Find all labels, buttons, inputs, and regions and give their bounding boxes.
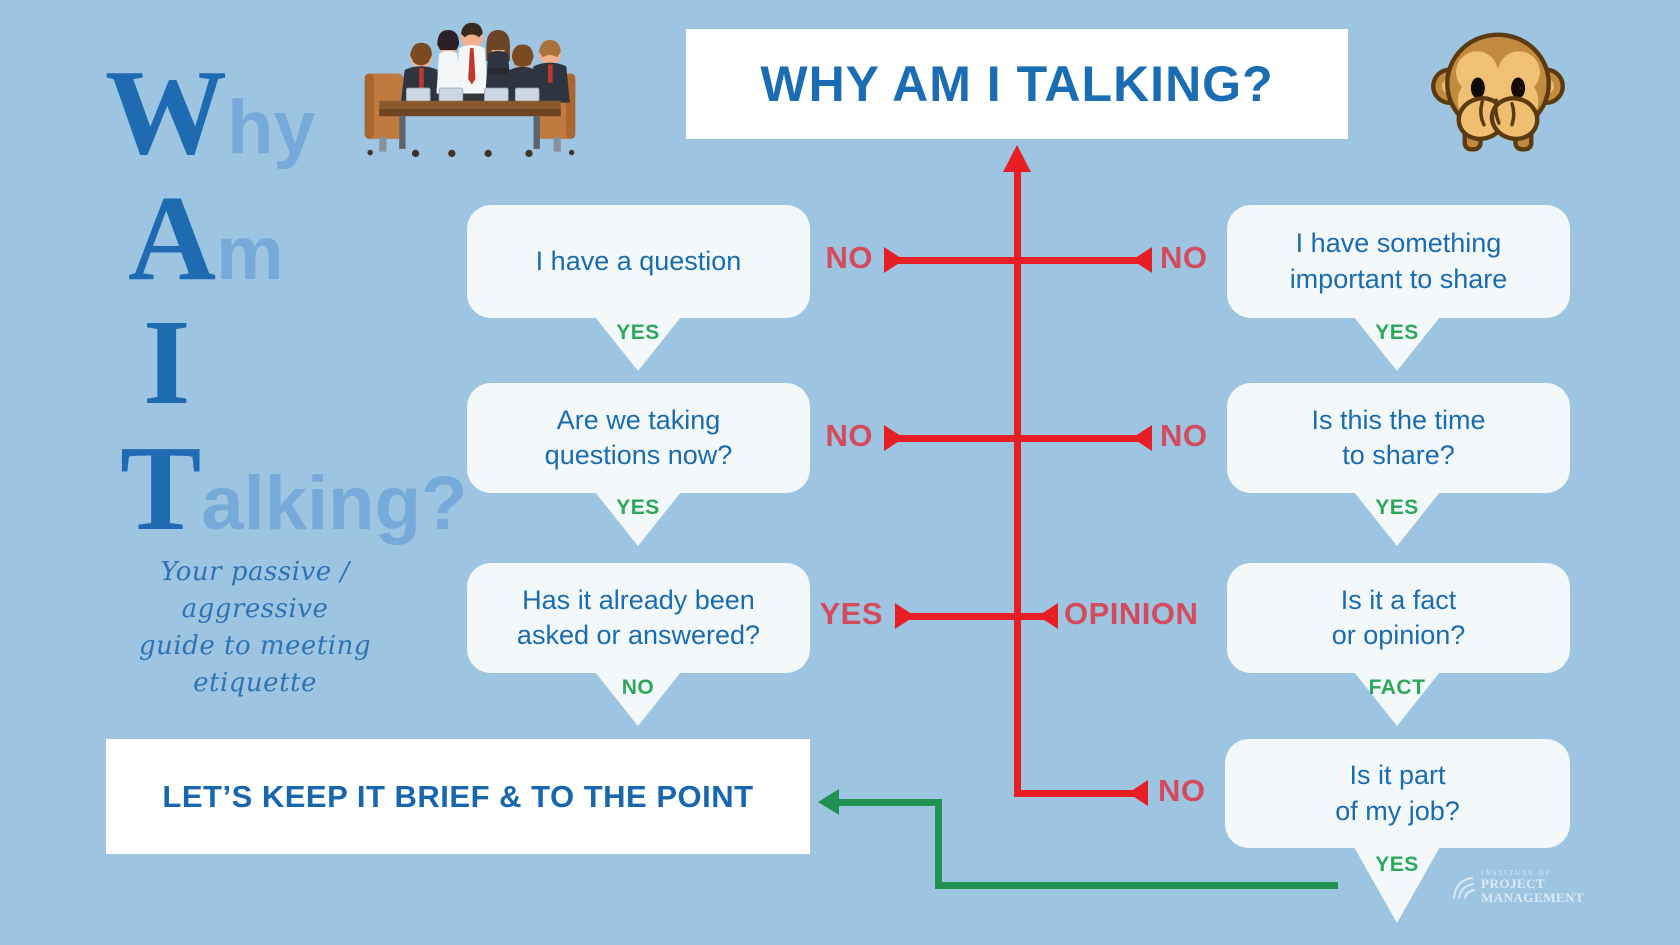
arrowhead-right	[884, 425, 904, 451]
green-arrowhead-left	[818, 789, 839, 815]
red-line-row2	[898, 435, 1146, 442]
wait-letter-am: Am	[128, 171, 284, 306]
person-standing-man-center	[455, 22, 489, 107]
conference-table	[379, 100, 561, 149]
page-title: WHY AM I TALKING?	[760, 56, 1274, 112]
meeting-people-illustration	[364, 22, 576, 158]
title-banner: WHY AM I TALKING?	[686, 29, 1348, 139]
red-vertical-line	[1014, 168, 1021, 797]
arrowhead-left	[1038, 603, 1058, 629]
tagline-line-2: guide to meeting etiquette	[139, 630, 371, 698]
tagline: Your passive / aggressive guide to meeti…	[112, 554, 398, 702]
arrowhead-right	[895, 603, 915, 629]
connector-label-no: NO	[825, 240, 873, 275]
connector-label-opinion: OPINION	[1064, 596, 1199, 631]
person-seated-man-right	[529, 39, 570, 103]
tail-label-fact: FACT	[1368, 676, 1426, 699]
red-line-row3	[908, 613, 1048, 620]
speak-no-evil-monkey-icon	[1431, 32, 1565, 152]
person-standing-woman-2	[485, 29, 511, 94]
box-time-to-share: Is this the time to share?	[1227, 383, 1570, 493]
tail-label-yes: YES	[616, 321, 660, 344]
green-line-horizontal-top	[836, 799, 942, 806]
wait-letter-i: I	[143, 302, 190, 424]
box-i-have-a-question: I have a question	[467, 205, 810, 318]
wait-big-t: T	[120, 421, 202, 556]
arrowhead-left	[1132, 247, 1152, 273]
tail-label-yes: YES	[1375, 853, 1419, 876]
arrowhead-right	[884, 247, 904, 273]
tail-label-no: NO	[621, 676, 655, 699]
wait-letter-talking: Talking?	[120, 421, 468, 556]
connector-label-yes: YES	[819, 596, 883, 631]
logo-line-management: MANAGEMENT	[1481, 889, 1585, 905]
ipm-logo: INSTITUTE OF PROJECT MANAGEMENT	[1450, 869, 1585, 905]
tagline-line-1: Your passive / aggressive	[160, 557, 350, 624]
floor-dots	[367, 149, 575, 158]
green-line-vertical	[935, 799, 942, 889]
logo-line-institute-of: INSTITUTE OF	[1481, 869, 1552, 877]
connector-label-no: NO	[825, 418, 873, 453]
box-fact-or-opinion: Is it a fact or opinion?	[1227, 563, 1570, 673]
wait-big-a: A	[128, 171, 217, 306]
result-banner: LET’S KEEP IT BRIEF & TO THE POINT	[106, 739, 810, 854]
tail-label-yes: YES	[1375, 496, 1419, 519]
box-part-of-my-job: Is it part of my job?	[1225, 739, 1570, 848]
arrowhead-left	[1132, 425, 1152, 451]
tail-label-yes: YES	[1375, 321, 1419, 344]
tail-label-yes: YES	[616, 496, 660, 519]
box-something-important: I have something important to share	[1227, 205, 1570, 318]
red-line-row4	[1014, 790, 1138, 797]
logo-line-project: PROJECT	[1481, 876, 1546, 892]
ipm-swirl-icon	[1453, 877, 1475, 900]
wait-big-i: I	[143, 295, 191, 430]
green-line-horizontal-bottom	[935, 882, 1338, 889]
box-are-we-taking-questions: Are we taking questions now?	[467, 383, 810, 493]
wait-big-w: W	[105, 45, 227, 180]
arrowhead-left	[1128, 780, 1148, 806]
box-already-asked: Has it already been asked or answered?	[467, 563, 810, 673]
connector-label-no: NO	[1160, 240, 1208, 275]
red-line-row1	[898, 257, 1146, 264]
wait-letter-why: Why	[105, 45, 316, 180]
result-text: LET’S KEEP IT BRIEF & TO THE POINT	[162, 778, 754, 814]
arrow-up-to-title	[1003, 145, 1031, 172]
connector-label-no: NO	[1158, 773, 1206, 808]
connector-label-no: NO	[1160, 418, 1208, 453]
laptops	[406, 87, 540, 103]
